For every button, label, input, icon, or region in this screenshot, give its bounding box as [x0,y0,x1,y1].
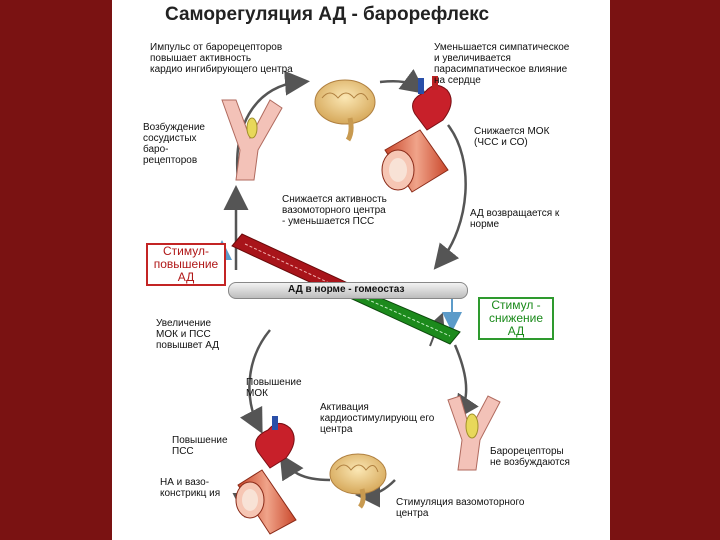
label-mok-up: Повышение МОК [246,377,302,399]
cycle-arrow-upper-1 [235,70,310,181]
brain-icon [329,453,387,509]
brain-icon [314,79,376,142]
stimulus-down-box: Стимул - снижение АД [478,297,554,340]
cycle-arrow-lower-4 [279,453,331,482]
label-pss-up: Повышение ПСС [172,435,228,457]
label-bp-returns: АД возвращается к норме [470,208,560,230]
cycle-arrow-upper-2 [379,69,427,94]
label-baro-not-excited: Барорецепторы не возбуждаются [490,446,570,468]
label-impulse: Импульс от барорецепторов повышает актив… [150,42,293,75]
cycle-arrow-lower-3 [355,479,396,508]
label-vasomotor-down: Снижается активность вазомоторного центр… [282,194,387,227]
baroreceptor-artery-icon [447,395,501,471]
label-homeostasis: АД в норме - гомеостаз [288,284,405,295]
label-sympathetic-down: Уменьшается симпатическое и увеличиваетс… [434,42,570,86]
stimulus-up-box: Стимул- повышение АД [146,243,226,286]
heart-icon [255,416,295,469]
homeostasis-bar [228,282,468,299]
cycle-arrow-lower-1 [239,329,271,434]
blood-vessel-icon [235,469,297,535]
cycle-arrow-upper-3 [433,124,467,270]
label-mok-down: Снижается МОК (ЧСС и СО) [474,126,550,148]
label-vasomotor-stim: Стимуляция вазомоторного центра [396,497,525,519]
label-activation: Активация кардиостимулирующ его центра [320,402,435,435]
blood-vessel-icon [381,129,449,193]
label-na-vaso: НА и вазо- констрикц ия [160,477,221,499]
label-increase-mok-pss: Увеличение МОК и ПСС повышвет АД [156,318,220,351]
heart-icon [412,76,452,131]
page-title: Саморегуляция АД - барорефлекс [165,4,490,25]
baroreceptor-artery-icon [221,99,283,181]
label-baro-excited: Возбуждение сосудистых баро- рецепторов [143,122,205,166]
